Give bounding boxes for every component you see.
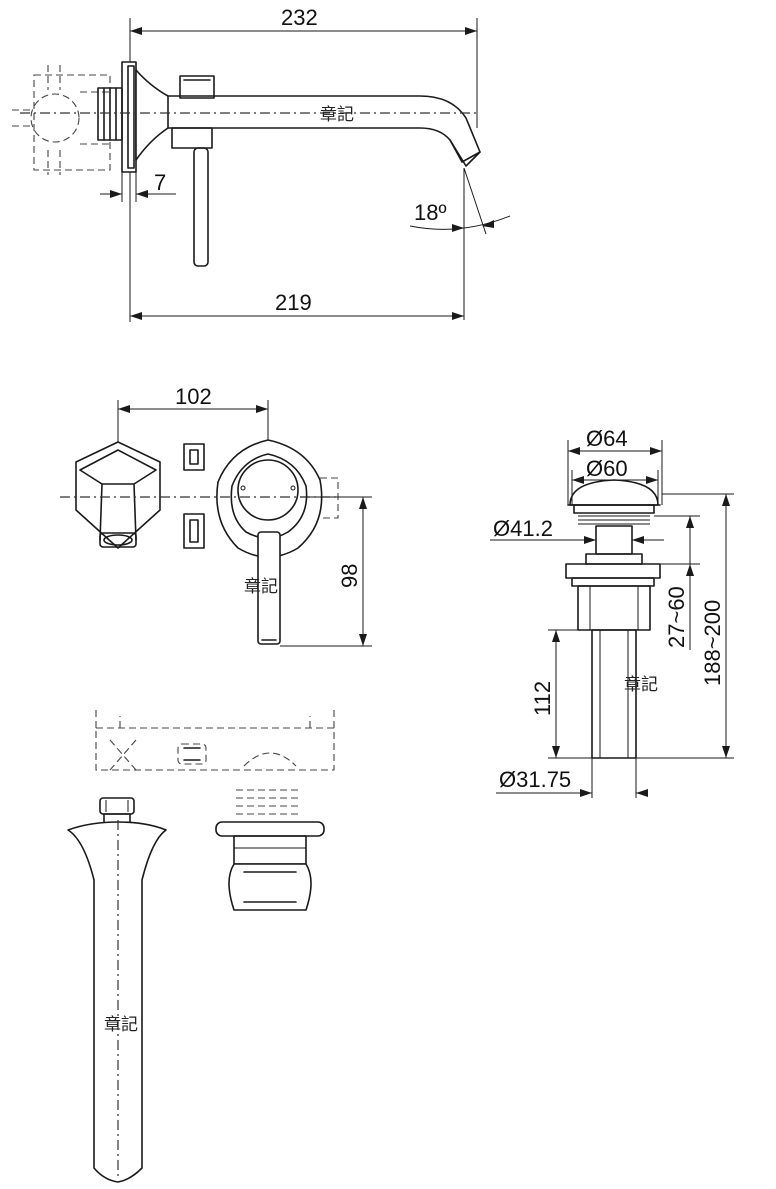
dimension-27-60: 27~60 [654,515,700,650]
dim-label-27-60: 27~60 [664,586,689,648]
dim-label-7: 7 [154,170,166,195]
front-watermark: 章記 [244,577,278,597]
dim-label-98: 98 [337,564,362,588]
dim-label-d41: Ø41.2 [493,516,553,541]
dimension-219: 219 [129,172,464,322]
dim-label-188-200: 188~200 [700,600,725,686]
mounting-clips [183,443,205,549]
top-watermark: 章記 [104,1015,138,1035]
side-watermark: 章記 [320,105,354,125]
dimension-angle: 18º [409,167,511,320]
dimension-d41: Ø41.2 [490,516,664,544]
drain-view: 章記 [565,479,661,759]
dim-label-angle: 18º [414,200,447,225]
dimension-d31: Ø31.75 [496,758,648,798]
dim-label-232: 232 [281,5,318,30]
dimension-112: 112 [530,629,592,759]
concealed-valve-side [10,65,111,175]
front-view: 章記 [60,439,340,645]
dimension-188-200: 188~200 [636,493,734,759]
dim-label-219: 219 [275,290,312,315]
dim-label-112: 112 [530,681,555,716]
dim-label-d64: Ø64 [586,426,628,451]
dimension-d64: Ø64 [567,426,663,505]
top-view: 章記 [67,710,335,1183]
dimension-98: 98 [280,496,372,647]
dim-label-d60: Ø60 [586,456,628,481]
dimension-232: 232 [129,5,478,128]
drain-watermark: 章記 [624,675,658,695]
dim-label-d31: Ø31.75 [499,767,571,792]
dimension-7: 7 [100,170,176,202]
dimension-102: 102 [117,384,269,442]
dim-label-102: 102 [175,384,212,409]
side-view: 章記 [10,61,481,267]
dimension-d60: Ø60 [571,456,659,505]
